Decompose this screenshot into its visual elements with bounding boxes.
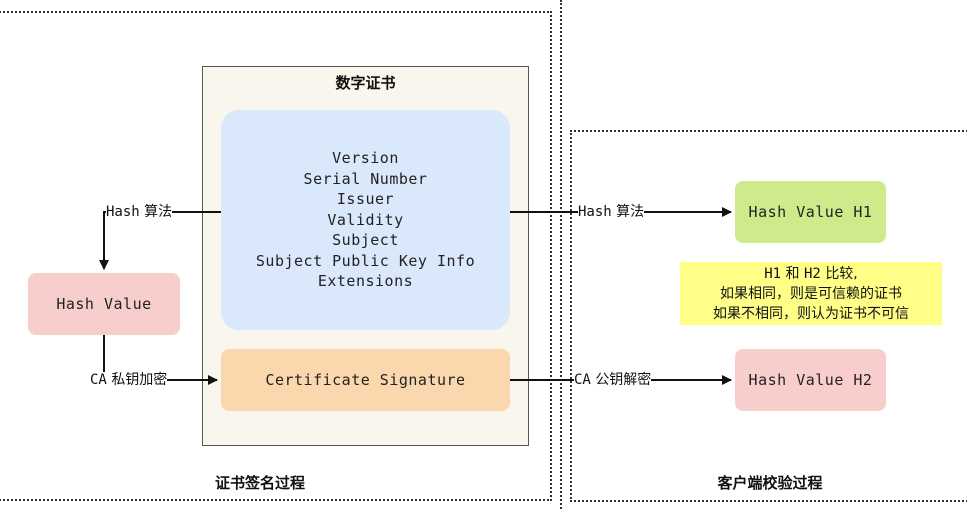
signing-hash-label: Hash 算法 [106,204,173,220]
comparison-note-line1: H1 和 H2 比较, [713,264,909,284]
certificate-field: Issuer [336,190,395,209]
signing-hash-value-box: Hash Value [28,273,180,335]
certificate-field: Extensions [317,272,414,291]
h1-ref: H1 [764,265,782,282]
and-text: 和 [785,265,800,282]
hash-value-h1-box: Hash Value H1 [735,181,886,243]
verification-process-title: 客户端校验过程 [717,474,823,492]
hash-arrow-signing [99,211,221,270]
verification-ca-label: CA 公钥解密 [574,372,652,388]
verification-region [570,130,967,502]
signing-ca-label-prefix: CA [90,372,107,388]
signing-ca-label: CA 私钥加密 [90,372,168,388]
comparison-note: H1 和 H2 比较, 如果相同，则是可信赖的证书 如果不相同，则认为证书不可信 [680,262,942,325]
verification-ca-label-prefix: CA [574,372,591,388]
signing-region [0,11,552,501]
verification-hash-label-suffix: 算法 [616,204,645,220]
comparison-note-line3: 如果不相同，则认为证书不可信 [713,305,909,322]
verification-hash-label-prefix: Hash [578,204,612,220]
comparison-note-line2: 如果相同，则是可信赖的证书 [720,285,902,302]
verification-hash-label: Hash 算法 [578,204,645,220]
hash-value-h2-box: Hash Value H2 [735,349,886,411]
verification-ca-label-suffix: 公钥解密 [595,372,652,388]
certificate-field: Version [332,149,399,168]
certificate-signature-box: Certificate Signature [221,349,510,411]
signing-ca-label-suffix: 私钥加密 [111,372,168,388]
certificate-title: 数字证书 [335,74,396,92]
certificate-field: Subject [332,231,399,250]
h2-ref: H2 [804,265,821,282]
certificate-field: Validity [327,210,404,229]
signing-process-title: 证书签名过程 [214,474,305,492]
certificate-field: Serial Number [303,169,428,188]
signing-hash-label-prefix: Hash [106,204,140,220]
signing-hash-label-suffix: 算法 [144,204,173,220]
certificate-field: Subject Public Key Info [255,251,476,270]
compare-text: 比较, [825,265,858,282]
region-divider [560,0,562,509]
